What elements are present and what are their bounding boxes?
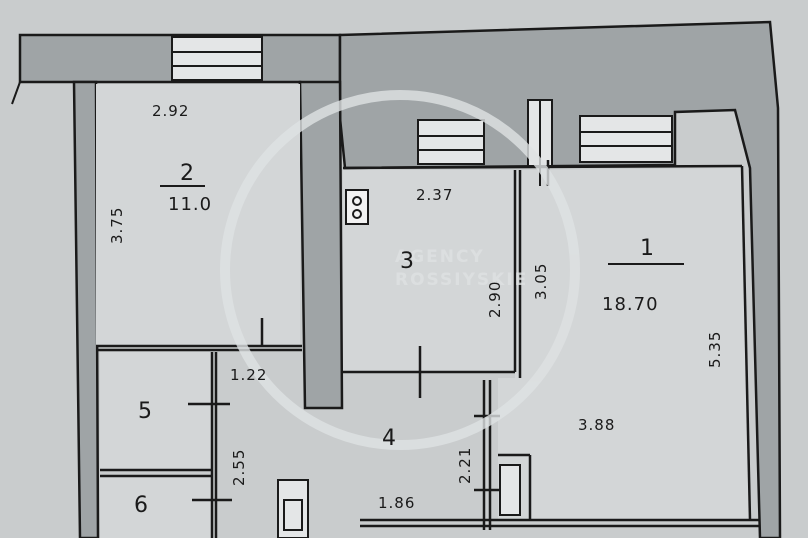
watermark-ring	[220, 90, 580, 450]
dim-corridor-width-top: 1.22	[230, 366, 267, 384]
dimension-labels: 2.92 3.75 2.37 2.90 3.05 5.35 3.88 1.22 …	[108, 102, 724, 512]
room-labels: 2 11.0 3 1 18.70 4 5 6	[134, 161, 684, 518]
dim-kitchen-height: 2.90	[486, 281, 504, 318]
window-kitchen	[417, 119, 485, 165]
room-1-fill	[498, 168, 750, 520]
dim-corridor-height: 2.55	[230, 449, 248, 486]
room-fills	[96, 84, 750, 538]
room-2-area: 11.0	[168, 194, 212, 215]
window-room-2	[171, 36, 263, 81]
room-6-number: 6	[134, 493, 148, 518]
room-6-fill	[100, 476, 212, 538]
dim-room2-width: 2.92	[152, 102, 189, 120]
room-4-number: 4	[382, 426, 396, 451]
room-5-fill	[100, 352, 212, 470]
room-1-number: 1	[640, 236, 654, 261]
window-room-1	[579, 115, 673, 163]
room-5-number: 5	[138, 399, 152, 424]
dim-room1-width-lower: 3.88	[578, 416, 615, 434]
corner-tick	[11, 81, 21, 105]
room-2-number: 2	[180, 161, 194, 186]
windows	[171, 36, 673, 186]
wall-room1-right	[740, 165, 752, 521]
dim-room2-height: 3.75	[108, 207, 126, 244]
watermark-line-1: AGENCY	[395, 247, 485, 267]
room-3-fill	[343, 170, 515, 372]
room-2-fill	[96, 84, 300, 346]
wall-left	[72, 80, 100, 538]
wall-center-column	[298, 80, 344, 410]
dim-room1-height-right: 5.35	[706, 331, 724, 368]
room-1-area: 18.70	[602, 294, 659, 315]
room-3-number: 3	[400, 249, 414, 274]
watermark-line-2: ROSSIYSKIE	[395, 270, 528, 290]
partitions	[96, 164, 760, 538]
watermark: AGENCY ROSSIYSKIE	[220, 90, 580, 450]
bathtub-inner-icon	[283, 499, 303, 531]
dim-hall-width-bottom: 1.86	[378, 494, 415, 512]
stove-icon	[345, 189, 369, 225]
dim-room1-height-left: 3.05	[532, 263, 550, 300]
closet-fixture-icon	[499, 464, 521, 516]
dim-hall-height: 2.21	[456, 447, 474, 484]
dim-kitchen-width: 2.37	[416, 186, 453, 204]
bath-fixtures	[277, 464, 521, 538]
